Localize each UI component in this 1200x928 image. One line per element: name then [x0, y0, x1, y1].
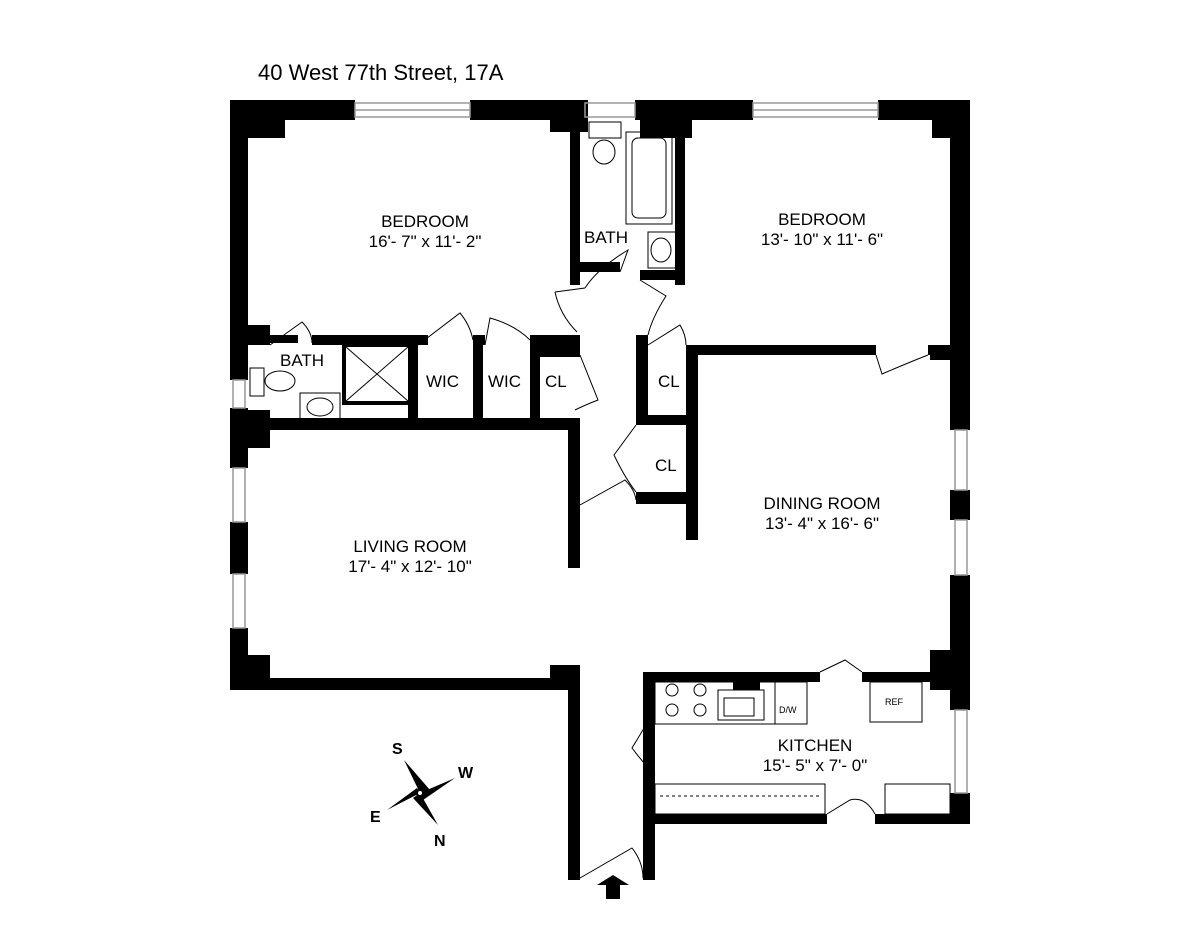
room-dimensions: 17'- 4" x 12'- 10": [348, 557, 472, 577]
room-living-room: LIVING ROOM 17'- 4" x 12'- 10": [310, 537, 510, 578]
room-dimensions: 13'- 4" x 16'- 6": [764, 514, 879, 534]
room-wic-1: WIC: [426, 372, 460, 391]
room-name: BEDROOM: [778, 210, 866, 229]
room-name: LIVING ROOM: [353, 537, 467, 556]
room-cl-3: CL: [655, 456, 677, 475]
room-bath-1: BATH: [280, 351, 325, 370]
entry-arrow-icon: [597, 875, 629, 899]
room-bedroom-1: BEDROOM 16'- 7" x 11'- 2": [325, 212, 525, 253]
room-wic-2: WIC: [488, 372, 522, 391]
dishwasher-label: D/W: [779, 705, 797, 715]
room-dining-room: DINING ROOM 13'- 4" x 16'- 6": [722, 494, 922, 535]
refrigerator-label: REF: [885, 697, 903, 707]
room-kitchen: KITCHEN 15'- 5" x 7'- 0": [715, 736, 915, 777]
room-bath-2: BATH: [584, 228, 629, 247]
listing-title: 40 West 77th Street, 17A: [258, 60, 504, 85]
room-cl-2: CL: [658, 372, 680, 391]
room-dimensions: 15'- 5" x 7'- 0": [762, 756, 868, 776]
windows: [232, 102, 968, 794]
room-cl-1: CL: [545, 372, 567, 391]
compass-e: E: [370, 809, 381, 826]
room-name: DINING ROOM: [763, 494, 881, 513]
room-bedroom-2: BEDROOM 13'- 10" x 11'- 6": [722, 210, 922, 251]
walls: [230, 100, 970, 880]
compass-w: W: [458, 765, 474, 782]
room-name: KITCHEN: [777, 736, 853, 755]
compass-icon: [387, 760, 455, 825]
room-dimensions: 13'- 10" x 11'- 6": [760, 230, 884, 250]
compass-s: S: [392, 741, 403, 758]
fixtures: [249, 121, 951, 815]
room-name: BEDROOM: [381, 212, 469, 231]
compass-n: N: [434, 833, 446, 850]
doors: [269, 248, 929, 879]
room-dimensions: 16'- 7" x 11'- 2": [368, 232, 482, 252]
